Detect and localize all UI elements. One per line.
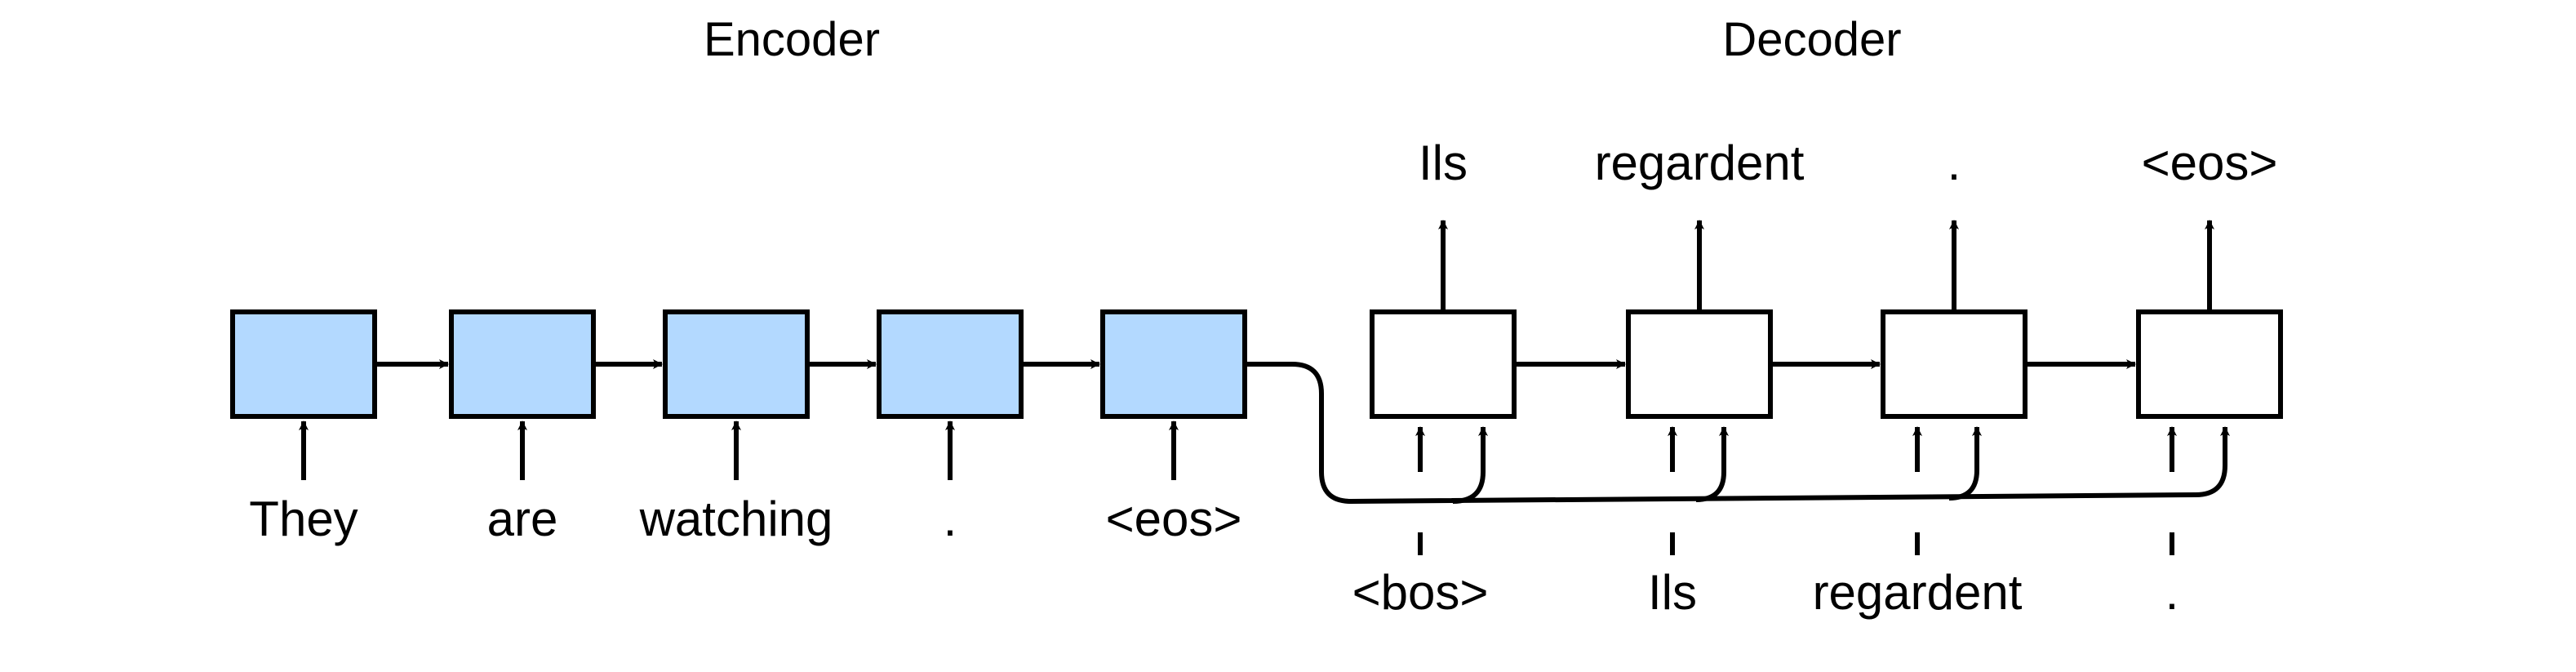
- decoder-input-label: regardent: [1813, 565, 2023, 620]
- encoder-title: Encoder: [704, 13, 880, 66]
- decoder-cells: [1370, 309, 2283, 419]
- decoder-input-arrows: [1415, 426, 2177, 472]
- context-connector: [1245, 362, 2230, 505]
- context-bus: [1245, 362, 2227, 505]
- decoder-output-arrows: [1438, 220, 2214, 312]
- decoder-input-label: Ils: [1648, 565, 1697, 620]
- encoder-input-label: <eos>: [1106, 492, 1242, 546]
- decoder-input-label: .: [2165, 565, 2179, 620]
- context-branch: [1948, 426, 1982, 501]
- encoder-input-label: They: [249, 492, 358, 546]
- encoder-cells: [230, 309, 1247, 419]
- encoder-input-label: are: [487, 492, 558, 546]
- decoder-output-label: <eos>: [2142, 136, 2278, 190]
- decoder-cell: [1370, 309, 1517, 419]
- encoder-cell: [663, 309, 810, 419]
- decoder-cell: [1626, 309, 1773, 419]
- encoder-cell: [877, 309, 1024, 419]
- encoder-cell: [230, 309, 377, 419]
- decoder-title: Decoder: [1722, 13, 1901, 66]
- encoder-cell: [1100, 309, 1247, 419]
- decoder-cell: [1881, 309, 2027, 419]
- context-branch: [1452, 426, 1488, 504]
- decoder-output-label: .: [1948, 136, 1961, 190]
- encoder-input-arrows: [299, 421, 1179, 480]
- encoder-cell: [449, 309, 596, 419]
- decoder-cell: [2136, 309, 2283, 419]
- decoder-input-stubs: [1418, 532, 2174, 555]
- decoder-input-label: <bos>: [1352, 565, 1489, 620]
- encoder-input-label: .: [944, 492, 957, 546]
- decoder-output-label: Ils: [1419, 136, 1468, 190]
- decoder-output-label: regardent: [1595, 136, 1805, 190]
- context-branch: [1695, 426, 1729, 502]
- encoder-input-label: watching: [639, 492, 833, 546]
